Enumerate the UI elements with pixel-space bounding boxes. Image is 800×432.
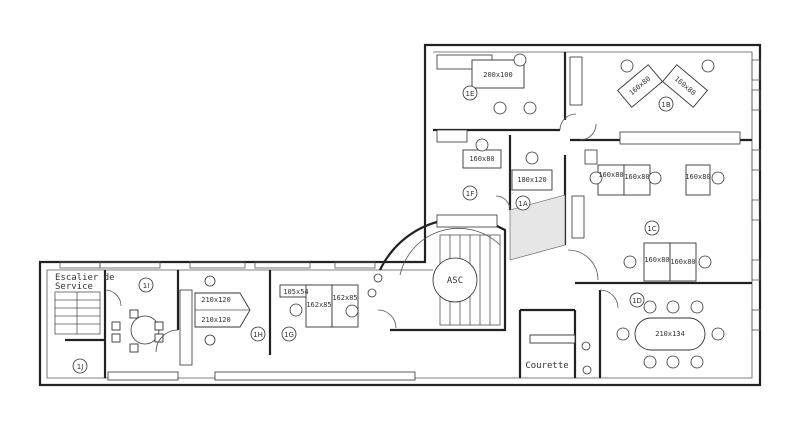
room-label: 1H: [253, 331, 263, 339]
doors: [104, 113, 619, 353]
room-1C: 1C: [644, 220, 660, 236]
table-dim: 160x80: [644, 256, 669, 264]
room-label: 1D: [632, 297, 642, 305]
elevator-label: ASC: [447, 276, 463, 286]
outer-wall: [38, 43, 762, 387]
table-dim: 160x80: [598, 171, 623, 179]
table-dim: 180x120: [517, 176, 547, 184]
table-dim: 160x80: [624, 173, 649, 181]
room-1J: 1J: [72, 358, 88, 374]
windows: [59, 59, 761, 331]
chairs: [204, 53, 725, 375]
service-stair-label-2: Service: [55, 282, 93, 292]
table-dim: 105x54: [283, 288, 308, 296]
service-stair-label-1: Escalier de: [55, 273, 115, 283]
room-labels: 1E 1B 1F 1A 1C 1D 1I 1J 1H 1G: [72, 85, 674, 374]
furniture: [130, 59, 711, 351]
room-label: 1C: [647, 225, 656, 233]
room-1G: 1G: [281, 326, 297, 342]
service-staircase: [54, 291, 101, 335]
room-1A: 1A: [515, 195, 531, 211]
table-dim: 210x120: [201, 316, 231, 324]
table-dim: 200x100: [483, 71, 513, 79]
room-label: 1A: [518, 200, 527, 208]
room-1I: 1I: [138, 277, 154, 293]
main-staircase: [379, 217, 507, 332]
table-dim: 162x85: [306, 301, 331, 309]
courtyard-label: Courette: [525, 361, 568, 371]
table-dim: 160x80: [685, 173, 710, 181]
room-label: 1B: [661, 101, 670, 109]
room-label: 1E: [466, 90, 475, 98]
table-dim: 160x80: [670, 258, 695, 266]
table-dim: 160x80: [469, 155, 494, 163]
room-1E: 1E: [462, 85, 478, 101]
room-label: 1I: [143, 282, 150, 290]
room-label: 1J: [77, 363, 84, 371]
room-1B: 1B: [658, 96, 674, 112]
room-1D: 1D: [629, 292, 645, 308]
hatched-corridor: [509, 194, 566, 261]
room-1F: 1F: [462, 185, 478, 201]
table-dim: 210x134: [655, 330, 685, 338]
table-dim: 210x120: [201, 296, 231, 304]
table-dim: 162x85: [332, 294, 357, 302]
room-1H: 1H: [250, 326, 266, 342]
room-label: 1F: [466, 190, 474, 198]
room-label: 1G: [284, 331, 294, 339]
meeting-chairs-1i: [111, 309, 164, 353]
